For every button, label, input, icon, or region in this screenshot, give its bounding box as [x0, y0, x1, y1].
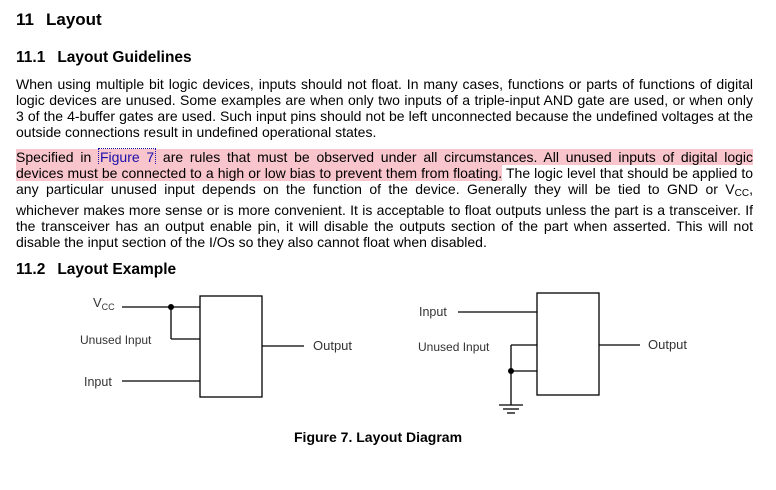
subsection-title-text: Layout Example: [57, 261, 177, 278]
subsection-number: 11.1: [16, 49, 46, 66]
left-unused-input-label: Unused Input: [80, 333, 152, 347]
subsection-title-text: Layout Guidelines: [57, 49, 192, 66]
section-number: 11: [16, 10, 34, 29]
figure-caption: Figure 7. Layout Diagram: [294, 429, 463, 445]
subsection-title-example: 11.2 Layout Example: [16, 261, 176, 279]
highlight-end-text: are rules that must be observed under al…: [16, 149, 753, 181]
left-input-label: Input: [84, 375, 112, 389]
subsection-title-guidelines: 11.1 Layout Guidelines: [16, 49, 192, 67]
left-vcc-label: VCC: [93, 295, 115, 312]
right-logic-block: [536, 292, 600, 396]
left-junction-dot: [168, 304, 174, 310]
section-title-text: Layout: [45, 10, 102, 29]
right-junction-dot: [508, 368, 514, 374]
left-logic-block: [199, 295, 263, 398]
highlight-start-text: Specified in: [16, 149, 98, 165]
right-input-label: Input: [419, 305, 447, 319]
right-diagram: [458, 292, 640, 414]
subsection-number: 11.2: [16, 261, 46, 278]
vcc-subscript: CC: [734, 188, 750, 199]
layout-diagram: VCC Unused Input Input Output Input Unus…: [80, 292, 687, 414]
right-output-label: Output: [648, 337, 687, 352]
left-diagram: [122, 295, 304, 398]
guidelines-paragraph-1: When using multiple bit logic devices, i…: [16, 76, 753, 140]
left-output-label: Output: [313, 338, 352, 353]
section-title: 11 Layout: [16, 10, 102, 30]
guidelines-paragraph-2: Specified in Figure 7 are rules that mus…: [16, 148, 753, 250]
paragraph-2-text-b: , whichever makes more sense or is more …: [16, 181, 753, 250]
paragraph-2-text-a: The logic level that should be applied t…: [16, 165, 753, 197]
figure-7-link[interactable]: Figure 7: [97, 148, 157, 166]
right-unused-input-label: Unused Input: [418, 340, 490, 354]
